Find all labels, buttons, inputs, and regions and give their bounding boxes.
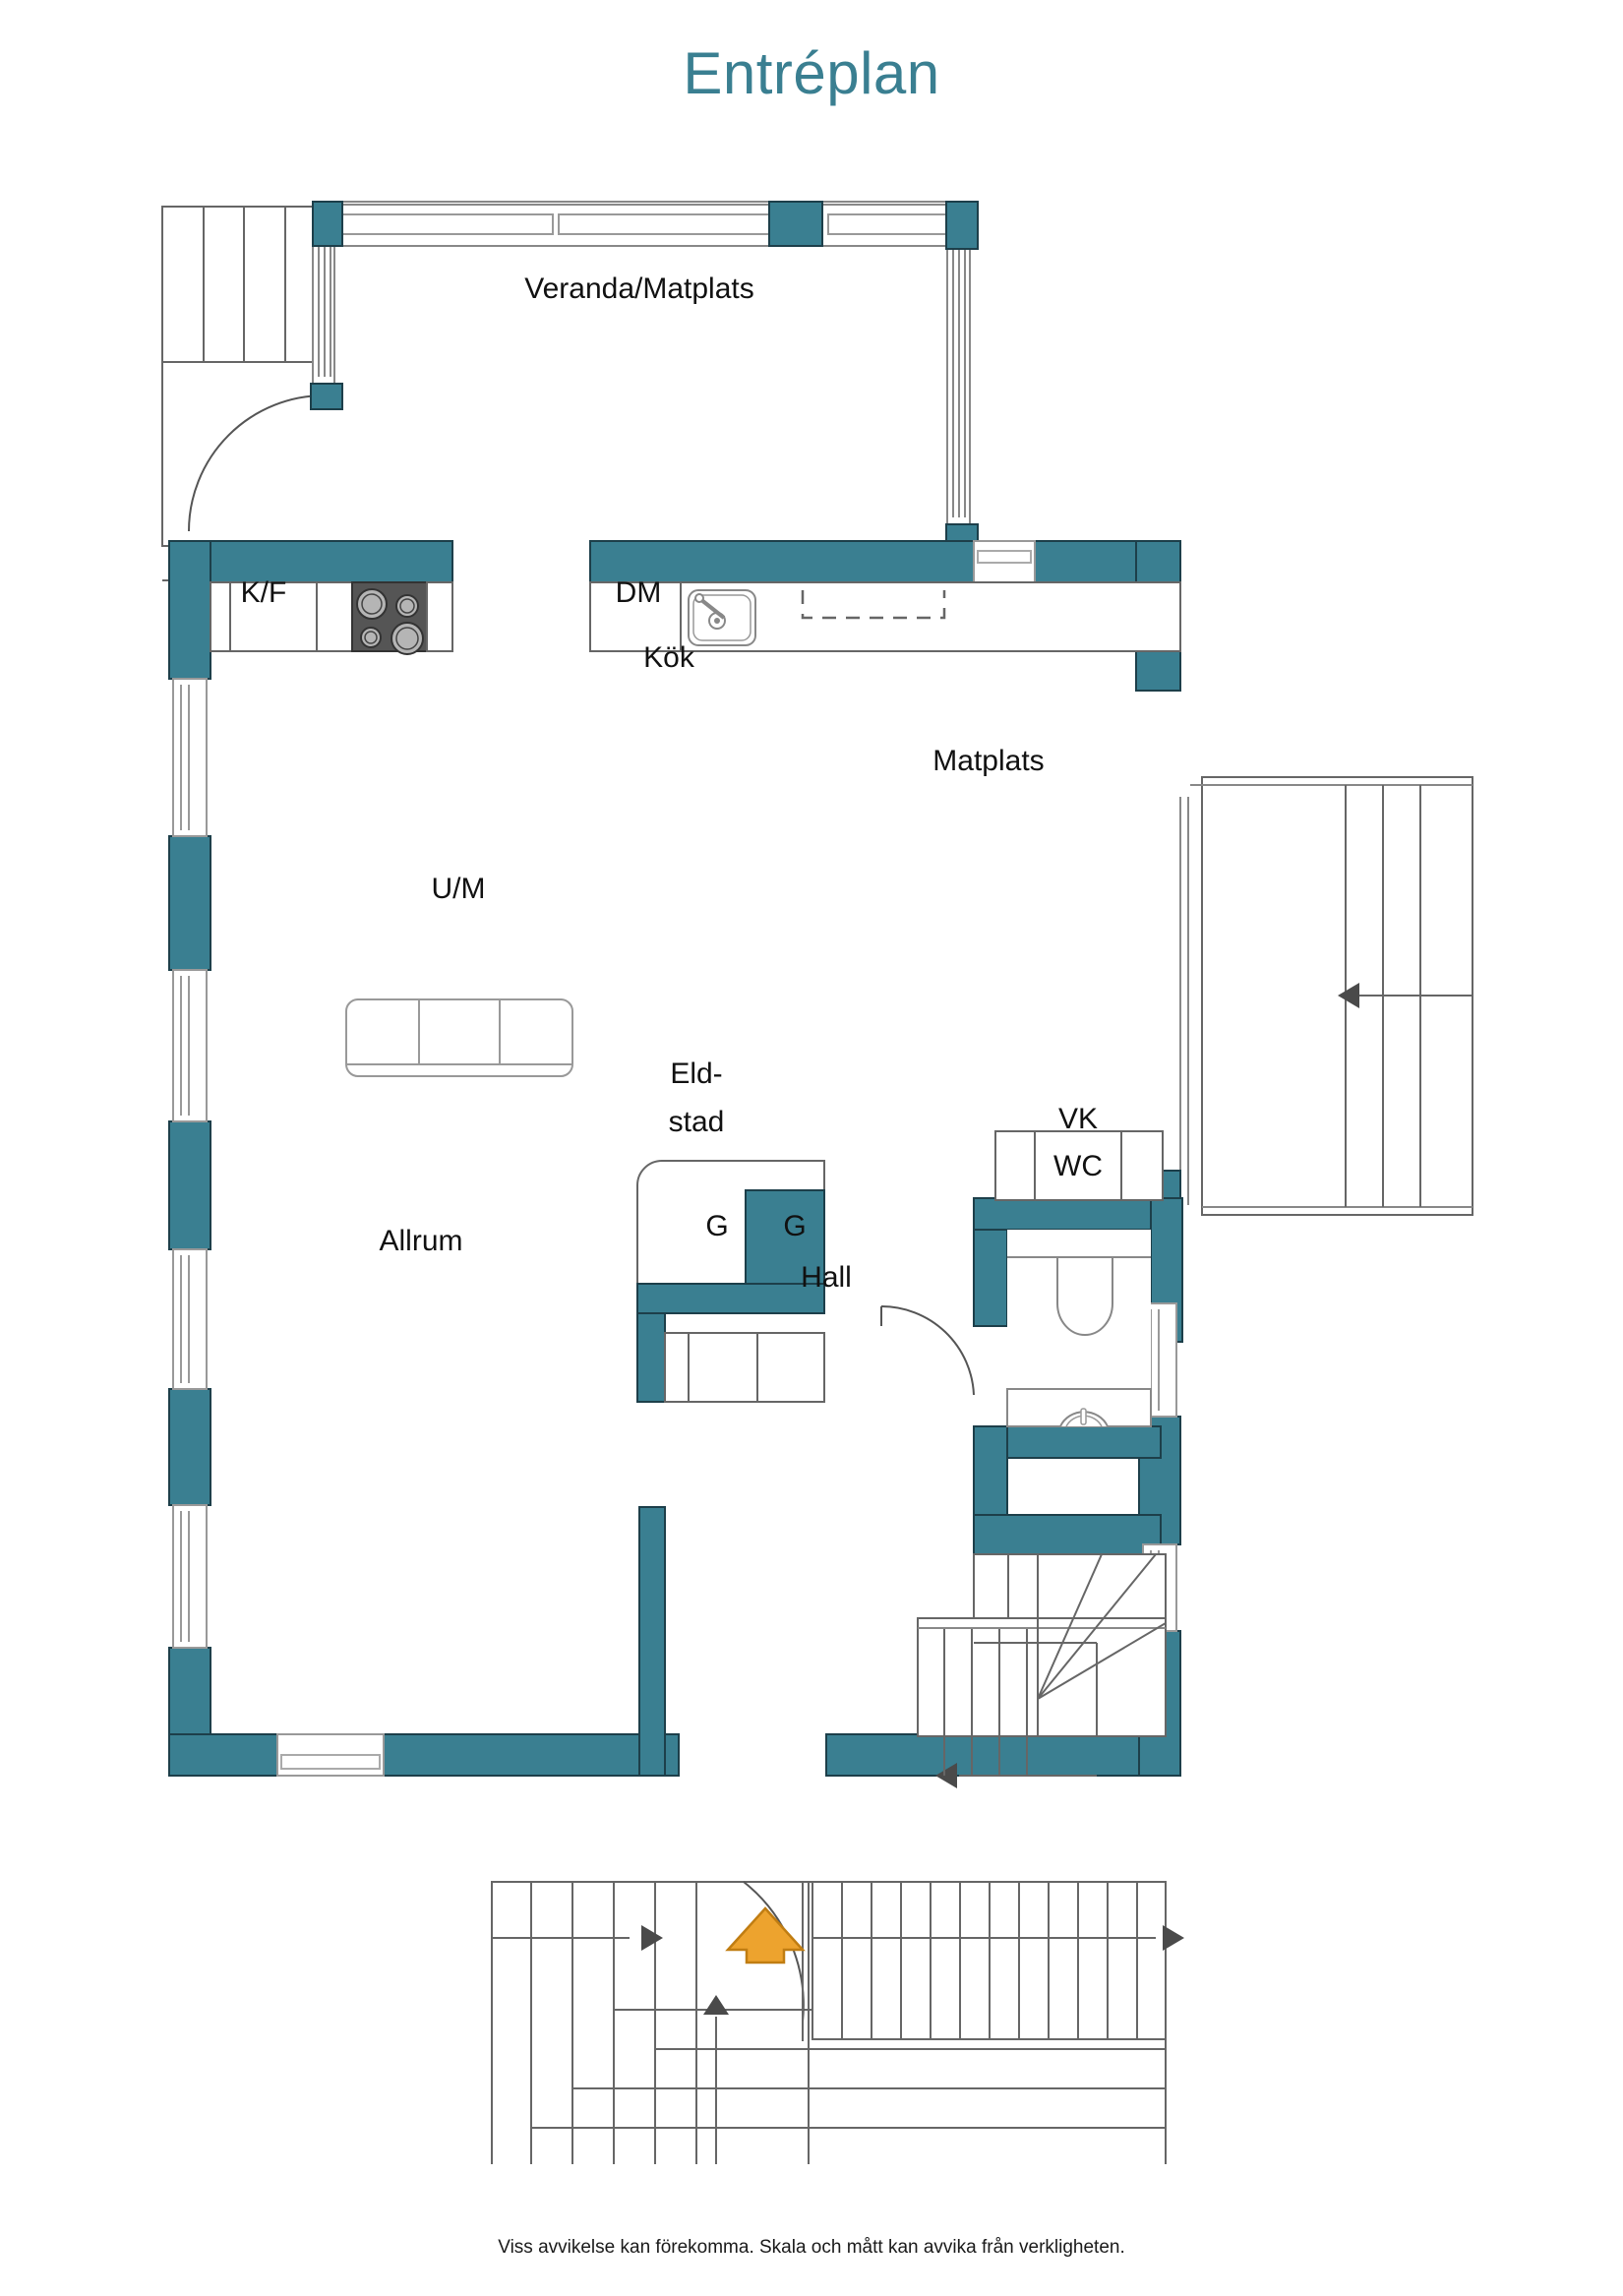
appliance-label-um: U/M [432, 873, 486, 905]
appliance-label-vk: VK [1058, 1103, 1098, 1135]
walls [168, 201, 1183, 1777]
appliance-label-g1: G [705, 1210, 728, 1242]
room-label-matplats: Matplats [932, 745, 1044, 777]
terrace-steps-bottom [491, 1881, 1184, 2164]
windows [172, 540, 1177, 1777]
interior-staircase [917, 1553, 1167, 1788]
appliance-label-eldstad-line1: Eld- [670, 1057, 722, 1090]
appliance-label-g2: G [783, 1210, 806, 1242]
kitchen-counter-left: K/F [210, 576, 453, 655]
vk-closets: VK [994, 1103, 1164, 1201]
appliance-label-eldstad-line2: stad [669, 1106, 725, 1138]
deck-right [1179, 776, 1473, 1216]
floor-plan-drawing: K/F DM U/M Eld- stad G G [0, 148, 1623, 2164]
room-label-hall: Hall [801, 1261, 852, 1294]
room-label-allrum: Allrum [379, 1225, 462, 1257]
um-island: U/M [345, 873, 573, 1077]
room-label-kok: Kök [643, 641, 695, 674]
veranda-outline [312, 201, 971, 551]
entrance-arrow-marker [725, 1906, 806, 1964]
page-title: Entréplan [683, 40, 940, 106]
kitchen-counter-right: DM [589, 576, 1181, 652]
wc-fixtures: WC [880, 1150, 1152, 1427]
floor-plan-svg: K/F DM U/M Eld- stad G G [161, 201, 1473, 2164]
room-label-wc: WC [1053, 1150, 1103, 1182]
eldstad-fireplace: Eld- stad G G [636, 1057, 825, 1403]
appliance-label-dm: DM [616, 576, 662, 609]
room-label-veranda: Veranda/Matplats [524, 272, 753, 305]
appliance-label-kf: K/F [241, 576, 287, 609]
disclaimer-note: Viss avvikelse kan förekomma. Skala och … [498, 2237, 1125, 2258]
entry-stair-left [161, 206, 335, 593]
veranda-top-windows [333, 204, 951, 247]
